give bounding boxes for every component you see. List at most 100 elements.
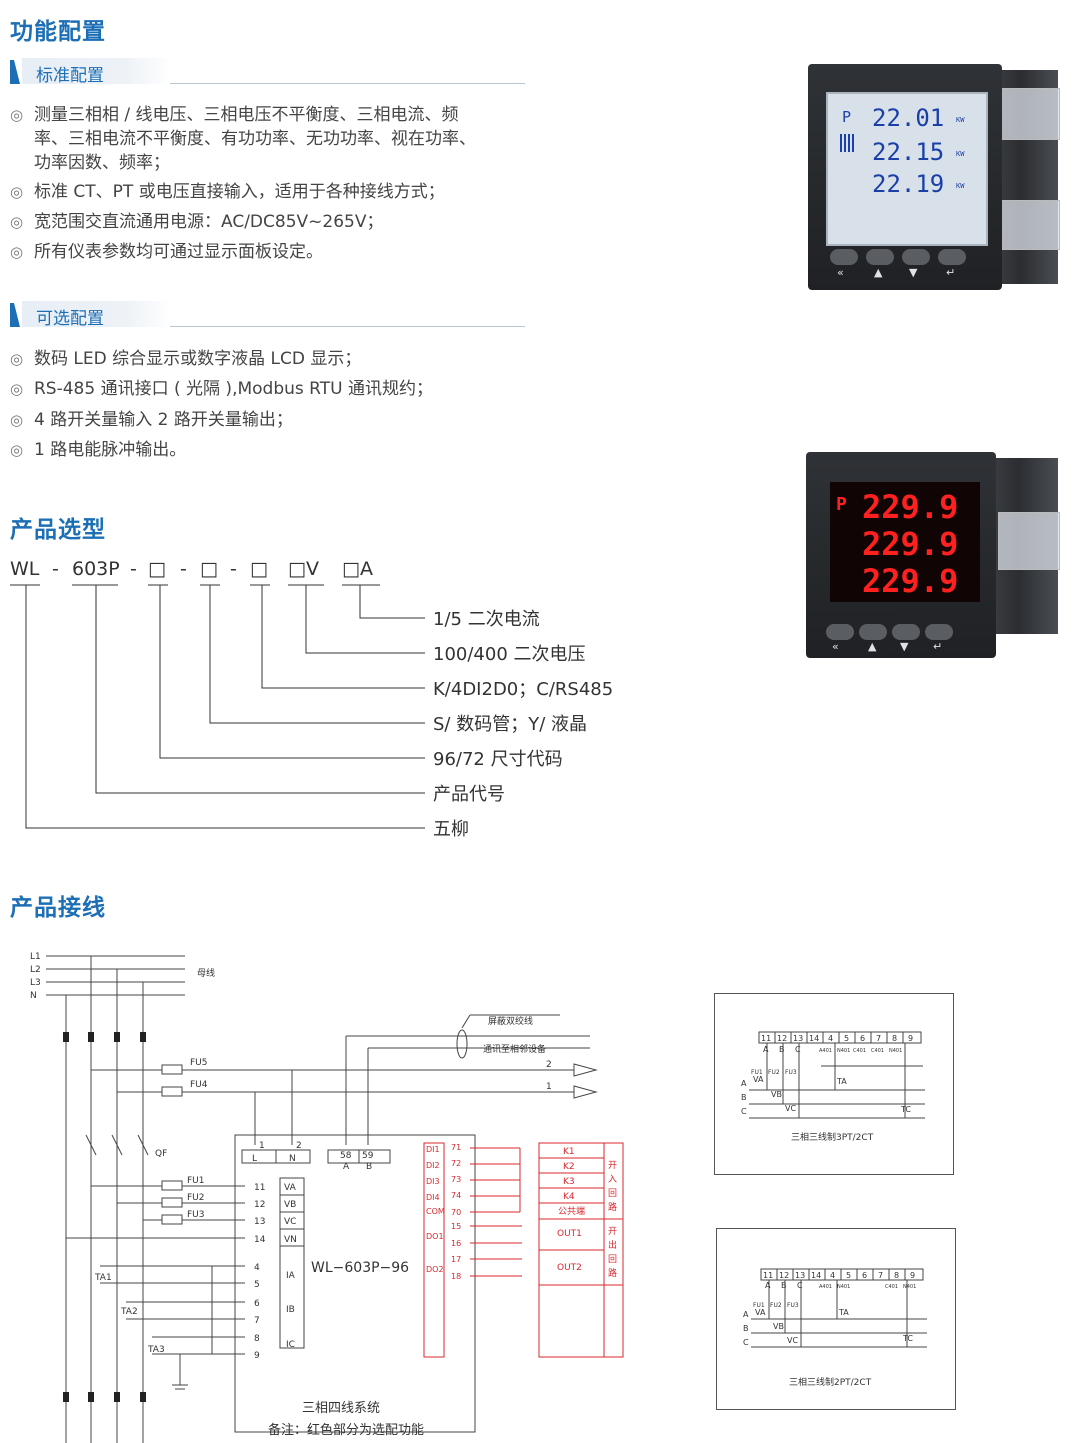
- svg-text:15: 15: [451, 1222, 461, 1231]
- svg-text:12: 12: [779, 1271, 789, 1280]
- svg-text:TC: TC: [902, 1334, 913, 1343]
- lcd-screen: P 22.01 22.15 22.19 KW KW KW: [826, 92, 988, 246]
- list-item: 功率因数、频率；: [34, 153, 170, 173]
- standard-feature-list: ◎测量三相相 / 线电压、三相电压不平衡度、三相电流、频 率、三相电流不平衡度、…: [10, 103, 540, 175]
- svg-text:A401: A401: [819, 1284, 832, 1290]
- svg-text:TA3: TA3: [147, 1345, 165, 1355]
- model-bracket-lines: [10, 584, 425, 829]
- svg-text:L1: L1: [30, 952, 41, 962]
- svg-text:路: 路: [608, 1201, 617, 1213]
- svg-text:72: 72: [451, 1159, 461, 1168]
- svg-text:FU1: FU1: [751, 1069, 763, 1076]
- section-title-function: 功能配置: [10, 19, 106, 45]
- svg-text:C: C: [797, 1281, 803, 1290]
- svg-text:FU3: FU3: [787, 1302, 799, 1309]
- svg-text:K2: K2: [563, 1162, 575, 1172]
- svg-text:DI3: DI3: [426, 1177, 440, 1186]
- svg-text:N401: N401: [837, 1048, 850, 1054]
- led-left-button[interactable]: [826, 624, 854, 640]
- svg-text:A: A: [343, 1162, 350, 1172]
- down-button[interactable]: [902, 249, 930, 265]
- led-up-button[interactable]: [859, 624, 887, 640]
- svg-text:9: 9: [908, 1034, 913, 1043]
- svg-text:8: 8: [892, 1034, 897, 1043]
- enter-button[interactable]: [938, 249, 966, 265]
- svg-text:TA: TA: [836, 1077, 847, 1086]
- svg-text:K3: K3: [563, 1177, 575, 1187]
- svg-text:B: B: [743, 1324, 749, 1333]
- list-item: ◎宽范围交直流通用电源：AC/DC85V~265V；: [10, 212, 384, 232]
- svg-text:OUT2: OUT2: [557, 1263, 582, 1273]
- svg-text:18: 18: [451, 1272, 461, 1281]
- svg-text:TC: TC: [900, 1105, 911, 1114]
- svg-text:母线: 母线: [197, 967, 215, 979]
- svg-text:4: 4: [830, 1271, 835, 1280]
- main-wiring-diagram: L1 L2 L3 N 母线 屏蔽双绞线 通讯至相邻设备 2 1 FU5 FU4 …: [30, 952, 624, 1443]
- svg-text:VC: VC: [785, 1104, 796, 1113]
- svg-text:A401: A401: [819, 1048, 832, 1054]
- svg-text:B: B: [741, 1093, 747, 1102]
- svg-text:路: 路: [608, 1267, 617, 1279]
- svg-text:6: 6: [860, 1034, 865, 1043]
- svg-text:A: A: [743, 1310, 749, 1319]
- svg-text:FU5: FU5: [190, 1058, 208, 1068]
- subheader-standard-label: 标准配置: [36, 66, 104, 86]
- svg-text:DI2: DI2: [426, 1161, 440, 1170]
- aux-wiring-2pt2ct: 11 12 13 14 4 5 6 7 8 9 A B C VA VB VC T…: [716, 1228, 956, 1410]
- svg-text:VB: VB: [771, 1090, 782, 1099]
- svg-text:VB: VB: [773, 1322, 784, 1331]
- svg-text:1: 1: [546, 1082, 552, 1092]
- svg-text:VN: VN: [284, 1235, 297, 1245]
- model-option: S/ 数码管；Y/ 液晶: [433, 714, 587, 735]
- model-option: 1/5 二次电流: [433, 609, 540, 630]
- svg-text:IA: IA: [286, 1271, 296, 1281]
- svg-text:IC: IC: [286, 1340, 295, 1350]
- svg-text:6: 6: [862, 1271, 867, 1280]
- svg-text:FU1: FU1: [753, 1302, 765, 1309]
- svg-text:VC: VC: [787, 1336, 798, 1345]
- svg-text:11: 11: [763, 1271, 773, 1280]
- svg-text:FU2: FU2: [768, 1069, 780, 1076]
- list-item: ◎数码 LED 综合显示或数字液晶 LCD 显示；: [10, 349, 362, 369]
- led-enter-button[interactable]: [925, 624, 953, 640]
- svg-text:11: 11: [254, 1183, 265, 1193]
- svg-text:VA: VA: [753, 1075, 764, 1084]
- svg-text:通讯至相邻设备: 通讯至相邻设备: [483, 1043, 546, 1055]
- svg-text:L: L: [252, 1154, 257, 1164]
- led-meter-photo: P 229.9 229.9 229.9 « ▲ ▼ ↵: [806, 452, 1061, 658]
- svg-text:A: A: [763, 1045, 769, 1054]
- list-item: ◎4 路开关量输入 2 路开关量输出；: [10, 410, 293, 430]
- subheader-optional: 可选配置: [10, 301, 525, 331]
- svg-text:FU4: FU4: [190, 1080, 208, 1090]
- led-down-button[interactable]: [892, 624, 920, 640]
- svg-text:16: 16: [451, 1239, 461, 1248]
- svg-text:TA2: TA2: [120, 1307, 138, 1317]
- svg-text:9: 9: [254, 1351, 260, 1361]
- svg-text:C401: C401: [871, 1048, 884, 1054]
- svg-text:70: 70: [451, 1208, 461, 1217]
- svg-text:开: 开: [608, 1226, 617, 1237]
- svg-text:74: 74: [451, 1191, 461, 1200]
- svg-text:N401: N401: [889, 1048, 902, 1054]
- svg-text:14: 14: [809, 1034, 819, 1043]
- svg-text:N: N: [30, 991, 37, 1001]
- svg-text:TA1: TA1: [94, 1273, 112, 1283]
- svg-text:出: 出: [608, 1239, 617, 1251]
- left-button[interactable]: [830, 249, 858, 265]
- svg-text:IB: IB: [286, 1305, 295, 1315]
- svg-text:7: 7: [876, 1034, 881, 1043]
- svg-text:公共端: 公共端: [558, 1205, 585, 1217]
- list-item: ◎测量三相相 / 线电压、三相电压不平衡度、三相电流、频: [10, 105, 459, 125]
- svg-text:14: 14: [254, 1235, 266, 1245]
- svg-text:三相三线制3PT/2CT: 三相三线制3PT/2CT: [791, 1131, 874, 1143]
- svg-text:12: 12: [254, 1200, 265, 1210]
- aux-wiring-3pt2ct: 11 12 13 14 4 5 6 7 8 9 A B C VA VB VC T…: [714, 993, 954, 1175]
- svg-text:58: 58: [340, 1151, 352, 1161]
- svg-text:N401: N401: [837, 1284, 850, 1290]
- svg-text:2: 2: [546, 1060, 552, 1070]
- svg-text:COM: COM: [426, 1207, 445, 1216]
- svg-text:DI1: DI1: [426, 1145, 440, 1154]
- svg-text:C: C: [741, 1107, 747, 1116]
- up-button[interactable]: [866, 249, 894, 265]
- svg-text:OUT1: OUT1: [557, 1229, 582, 1239]
